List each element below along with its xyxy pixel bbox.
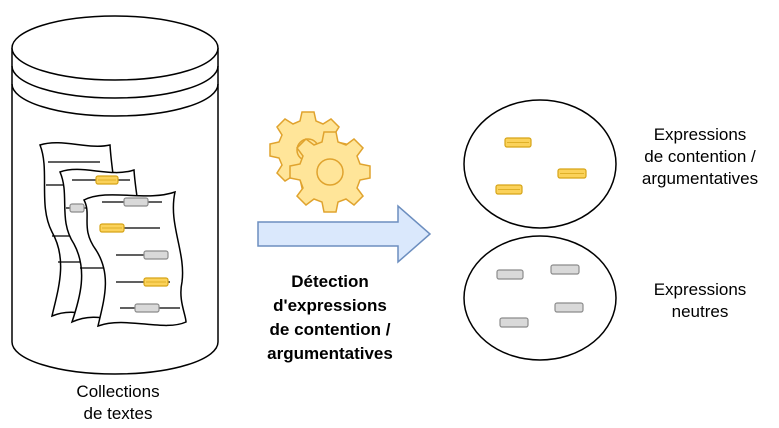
expression-tag-icon [123, 197, 149, 207]
expression-tag-icon [143, 277, 169, 287]
expression-tag-icon [95, 175, 119, 185]
expression-tag-icon [554, 302, 584, 313]
argumentative-label-line3: argumentatives [641, 169, 759, 188]
process-label-line3: de contention / [269, 320, 391, 339]
gears-icon [269, 111, 371, 213]
process-label-line1: Détection [291, 272, 369, 291]
argumentative-expressions-circle [463, 99, 617, 229]
neutral-label: Expressions neutres [625, 279, 775, 323]
expression-tag-icon [499, 317, 529, 328]
expression-tag-icon [504, 137, 532, 148]
process-label: Détection d'expressions de contention / … [240, 270, 420, 366]
expression-tag-icon [495, 184, 523, 195]
expression-tag-icon [134, 303, 160, 313]
argumentative-label-line1: Expressions [653, 125, 747, 144]
expression-tag-icon [143, 250, 169, 260]
process-label-line4: argumentatives [267, 344, 393, 363]
neutral-expressions-circle [463, 235, 617, 361]
collections-label-line1: Collections [76, 382, 160, 401]
process-label-line2: d'expressions [273, 296, 387, 315]
expression-tag-icon [69, 203, 85, 213]
collections-label: Collections de textes [38, 381, 198, 425]
argumentative-label: Expressions de contention / argumentativ… [625, 124, 775, 190]
neutral-label-line1: Expressions [653, 280, 747, 299]
collections-label-line2: de textes [83, 404, 153, 423]
expression-tag-icon [496, 269, 524, 280]
expression-tag-icon [99, 223, 125, 233]
argumentative-label-line2: de contention / [644, 147, 756, 166]
expression-tag-icon [557, 168, 587, 179]
expression-tag-icon [550, 264, 580, 275]
neutral-label-line2: neutres [671, 302, 729, 321]
arrow-right-icon [257, 204, 432, 264]
